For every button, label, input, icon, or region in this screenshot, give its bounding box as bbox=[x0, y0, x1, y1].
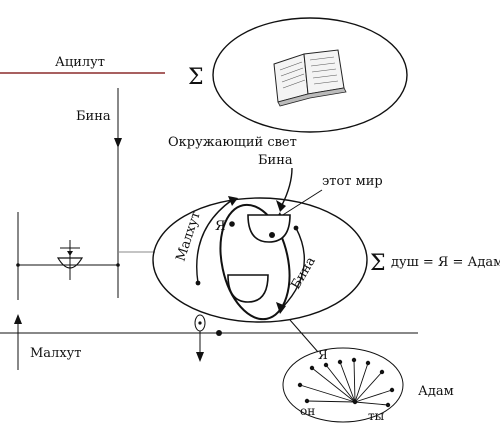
on-circle-label: он bbox=[300, 404, 315, 418]
adam-label: Адам bbox=[418, 384, 454, 399]
ground-dot bbox=[216, 330, 222, 336]
inner-ellipse bbox=[219, 203, 291, 321]
open-book-icon bbox=[273, 49, 347, 107]
surrounding-light-label: Окружающий свет bbox=[168, 135, 297, 150]
ty-circle-label: ты bbox=[368, 409, 385, 423]
bina-left-label: Бина bbox=[76, 109, 111, 124]
adam-star bbox=[299, 359, 393, 406]
bina-under-light-label: Бина bbox=[258, 153, 293, 168]
sigma-top: Σ bbox=[188, 65, 204, 90]
adam-ellipse bbox=[282, 347, 404, 423]
upper-disc-dot bbox=[269, 232, 275, 238]
adam-star-dots bbox=[297, 357, 395, 408]
malkhut-arc-label: Малхут bbox=[174, 210, 204, 264]
ya-dot bbox=[229, 221, 235, 227]
this-world-label: этот мир bbox=[322, 174, 383, 189]
this-world-pointer bbox=[277, 189, 323, 219]
bowl-icon bbox=[56, 257, 84, 269]
adam-connector bbox=[289, 319, 319, 353]
malkhut-arrow-head bbox=[14, 314, 22, 324]
bina-arc-label: Бина bbox=[288, 254, 318, 292]
ya-circle-label: Я bbox=[318, 348, 328, 362]
light-arrow bbox=[281, 167, 293, 206]
sigma-souls: Σ bbox=[370, 251, 386, 276]
main-ellipse bbox=[152, 197, 368, 323]
ya-inner-label: Я bbox=[215, 219, 226, 234]
upper-half-disc bbox=[247, 214, 291, 243]
bina-arrow-head bbox=[114, 138, 122, 148]
atzilut-label: Ацилут bbox=[55, 55, 105, 70]
malkhut-arc bbox=[196, 199, 233, 284]
malkhut-bottom-label: Малхут bbox=[30, 346, 82, 361]
top-ellipse bbox=[212, 17, 408, 133]
lower-half-disc bbox=[227, 274, 269, 303]
souls-equation-label: душ = Я = Адам bbox=[391, 255, 500, 270]
bina-arc bbox=[281, 227, 306, 309]
